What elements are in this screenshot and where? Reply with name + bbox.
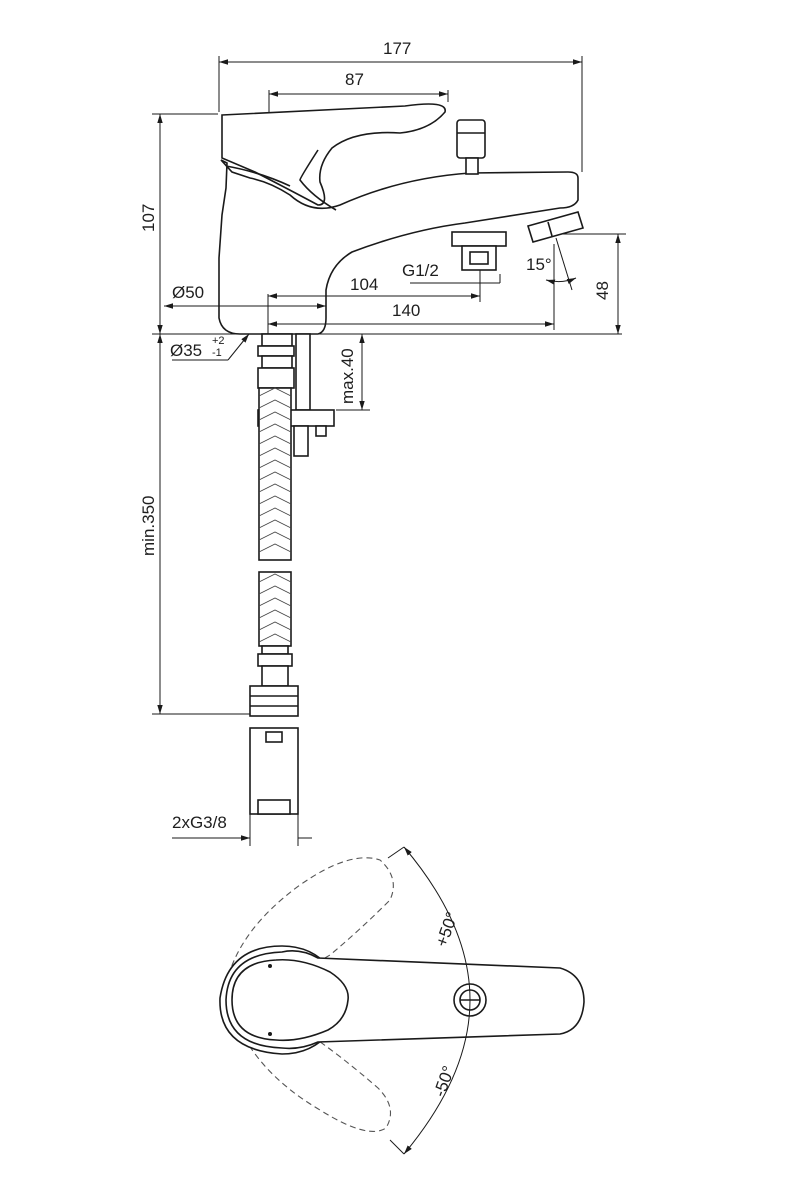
dim-107: 107 — [139, 204, 158, 232]
spout-outlet — [526, 211, 585, 243]
dim-g12: G1/2 — [402, 261, 439, 280]
handle-inner-line — [299, 149, 337, 211]
dim-dia50: Ø50 — [172, 283, 204, 302]
braided-hose-upper — [258, 387, 292, 561]
handle-top — [225, 950, 585, 1050]
braided-hose-lower — [258, 571, 292, 647]
tap-body — [218, 159, 579, 335]
handle-rotated-plus — [225, 857, 394, 986]
dim-87: 87 — [345, 70, 364, 89]
dim-max40: max.40 — [338, 348, 357, 404]
mounting-rod — [295, 333, 311, 411]
dim-177: 177 — [383, 39, 411, 58]
lever-handle — [221, 103, 446, 206]
angle-plus50: +50° — [432, 909, 462, 949]
dim-min350: min.350 — [139, 496, 158, 556]
dim-g38: 2xG3/8 — [172, 813, 227, 832]
dim-dia35-tol-lower: -1 — [212, 347, 222, 359]
side-view: 177 87 107 Ø50 Ø35 +2 -1 104 G1/2 — [139, 39, 626, 846]
diverter-knob — [456, 119, 486, 159]
handle-lower-line — [225, 165, 291, 187]
dim-dia35: Ø35 — [170, 341, 202, 360]
dim-140: 140 — [392, 301, 420, 320]
dim-48: 48 — [593, 281, 612, 300]
handle-rotated-minus — [231, 1009, 392, 1132]
top-view: +50° -50° — [219, 846, 585, 1155]
diverter-stem — [465, 157, 479, 175]
dim-15deg: 15° — [526, 255, 552, 274]
dim-104: 104 — [350, 275, 378, 294]
rotation-arc — [403, 846, 471, 1155]
dim-dia35-tol-upper: +2 — [212, 335, 225, 347]
angle-minus50: -50° — [430, 1063, 459, 1099]
shower-outlet — [451, 231, 507, 247]
